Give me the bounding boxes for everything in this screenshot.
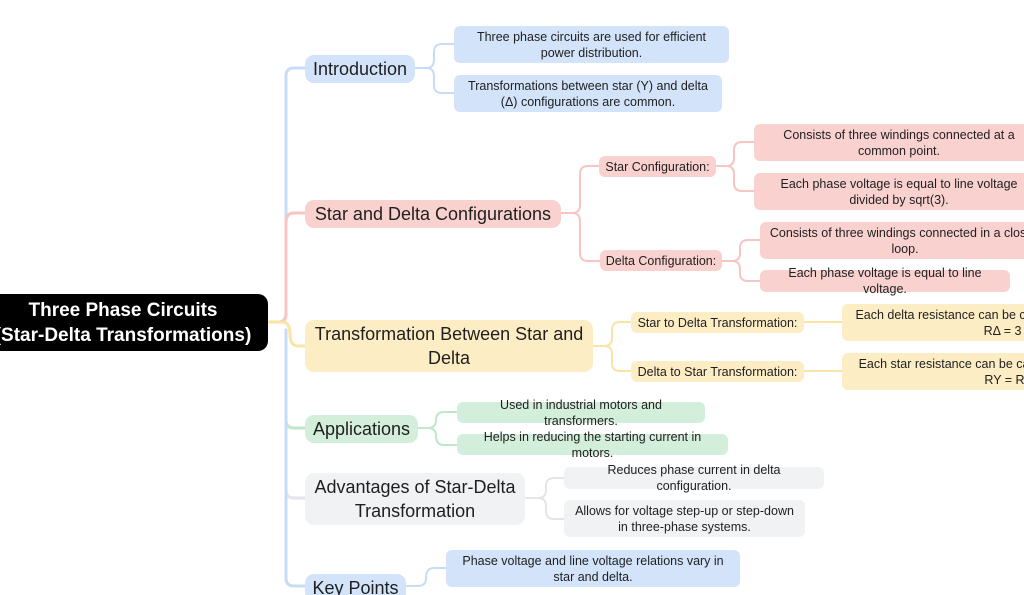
- topic-transformation[interactable]: Transformation Between Star and Delta: [305, 320, 593, 372]
- topic-key-points[interactable]: Key Points: [305, 574, 406, 595]
- connector-trans-std: [592, 321, 633, 347]
- subtopic-delta-to-star-label: Delta to Star Transformation:: [637, 364, 798, 379]
- connector-root-configurations: [276, 211, 308, 324]
- delta-to-star-leaf-text: Each star resistance can be calculated u…: [858, 356, 1024, 387]
- topic-transformation-label: Transformation Between Star and Delta: [314, 324, 584, 368]
- topic-applications[interactable]: Applications: [305, 415, 418, 443]
- subtopic-star-to-delta[interactable]: Star to Delta Transformation:: [631, 312, 804, 333]
- connector-adv-leaf-1: [525, 477, 565, 499]
- topic-key-points-label: Key Points: [312, 578, 399, 595]
- subtopic-star-to-delta-label: Star to Delta Transformation:: [637, 315, 798, 330]
- delta-leaf-2[interactable]: Each phase voltage is equal to line volt…: [760, 266, 1010, 296]
- connector-adv-leaf-2: [537, 497, 565, 520]
- star-leaf-1[interactable]: Consists of three windings connected at …: [754, 124, 1024, 161]
- topic-introduction[interactable]: Introduction: [305, 55, 415, 83]
- connector-delta-leaf-2: [731, 260, 761, 282]
- delta-leaf-2-text: Each phase voltage is equal to line volt…: [788, 266, 982, 296]
- applications-leaf-1-text: Used in industrial motors and transforme…: [500, 397, 662, 428]
- topic-configurations-label: Star and Delta Configurations: [314, 204, 552, 224]
- star-leaf-2[interactable]: Each phase voltage is equal to line volt…: [754, 173, 1024, 210]
- advantages-leaf-2-text: Allows for voltage step-up or step-down …: [575, 503, 794, 534]
- subtopic-delta-to-star[interactable]: Delta to Star Transformation:: [631, 361, 804, 382]
- connector-intro-leaf-2: [425, 67, 455, 94]
- connector-delta-leaf-1: [721, 239, 761, 262]
- delta-leaf-1-text: Consists of three windings connected in …: [769, 225, 1024, 256]
- star-leaf-2-text: Each phase voltage is equal to line volt…: [780, 176, 1018, 207]
- topic-configurations[interactable]: Star and Delta Configurations: [305, 200, 561, 228]
- introduction-leaf-2-text: Transformations between star (Y) and del…: [468, 78, 708, 109]
- connector-app-leaf-1: [417, 411, 459, 429]
- root-title-line-2: (Star-Delta Transformations): [0, 324, 252, 346]
- connector-root-transformation: [266, 320, 308, 348]
- connector-root-keypoints: [284, 328, 308, 588]
- delta-leaf-1[interactable]: Consists of three windings connected in …: [760, 222, 1024, 259]
- subtopic-delta-configuration[interactable]: Delta Configuration:: [600, 250, 722, 271]
- root-title-line-1: Three Phase Circuits: [28, 299, 218, 321]
- subtopic-delta-configuration-label: Delta Configuration:: [605, 253, 717, 268]
- applications-leaf-2[interactable]: Helps in reducing the starting current i…: [457, 430, 728, 460]
- star-leaf-1-text: Consists of three windings connected at …: [783, 127, 1015, 158]
- connector-intro-leaf-1: [413, 43, 455, 69]
- star-to-delta-leaf-text: Each delta resistance can be calculated …: [855, 307, 1024, 338]
- applications-leaf-1[interactable]: Used in industrial motors and transforme…: [457, 398, 705, 428]
- star-to-delta-leaf[interactable]: Each delta resistance can be calculated …: [842, 304, 1024, 341]
- topic-applications-label: Applications: [312, 419, 411, 439]
- introduction-leaf-1[interactable]: Three phase circuits are used for effici…: [454, 26, 729, 63]
- connector-star-leaf-2: [725, 165, 755, 192]
- advantages-leaf-2[interactable]: Allows for voltage step-up or step-down …: [564, 500, 805, 537]
- topic-advantages[interactable]: Advantages of Star-Delta Transformation: [305, 473, 525, 525]
- key-points-leaf-1-text: Phase voltage and line voltage relations…: [462, 553, 724, 584]
- introduction-leaf-1-text: Three phase circuits are used for effici…: [476, 29, 707, 60]
- introduction-leaf-2[interactable]: Transformations between star (Y) and del…: [454, 75, 722, 112]
- applications-leaf-2-text: Helps in reducing the starting current i…: [483, 429, 702, 460]
- subtopic-star-configuration-label: Star Configuration:: [605, 159, 710, 174]
- connector-kp-leaf-1: [405, 567, 447, 587]
- connector-star-leaf-1: [715, 141, 755, 167]
- delta-to-star-leaf[interactable]: Each star resistance can be calculated u…: [842, 353, 1024, 390]
- connector-app-leaf-2: [427, 427, 459, 446]
- advantages-leaf-1[interactable]: Reduces phase current in delta configura…: [564, 463, 824, 493]
- connector-trans-dts: [603, 345, 633, 372]
- root-topic[interactable]: Three Phase Circuits (Star-Delta Transfo…: [0, 294, 268, 351]
- advantages-leaf-1-text: Reduces phase current in delta configura…: [607, 463, 781, 493]
- connector-config-star: [559, 165, 601, 214]
- connector-config-delta: [571, 212, 601, 262]
- topic-introduction-label: Introduction: [312, 59, 408, 79]
- connector-root-advantages: [284, 328, 308, 500]
- topic-advantages-label: Advantages of Star-Delta Transformation: [314, 477, 516, 521]
- key-points-leaf-1[interactable]: Phase voltage and line voltage relations…: [446, 550, 740, 587]
- subtopic-star-configuration[interactable]: Star Configuration:: [599, 156, 716, 177]
